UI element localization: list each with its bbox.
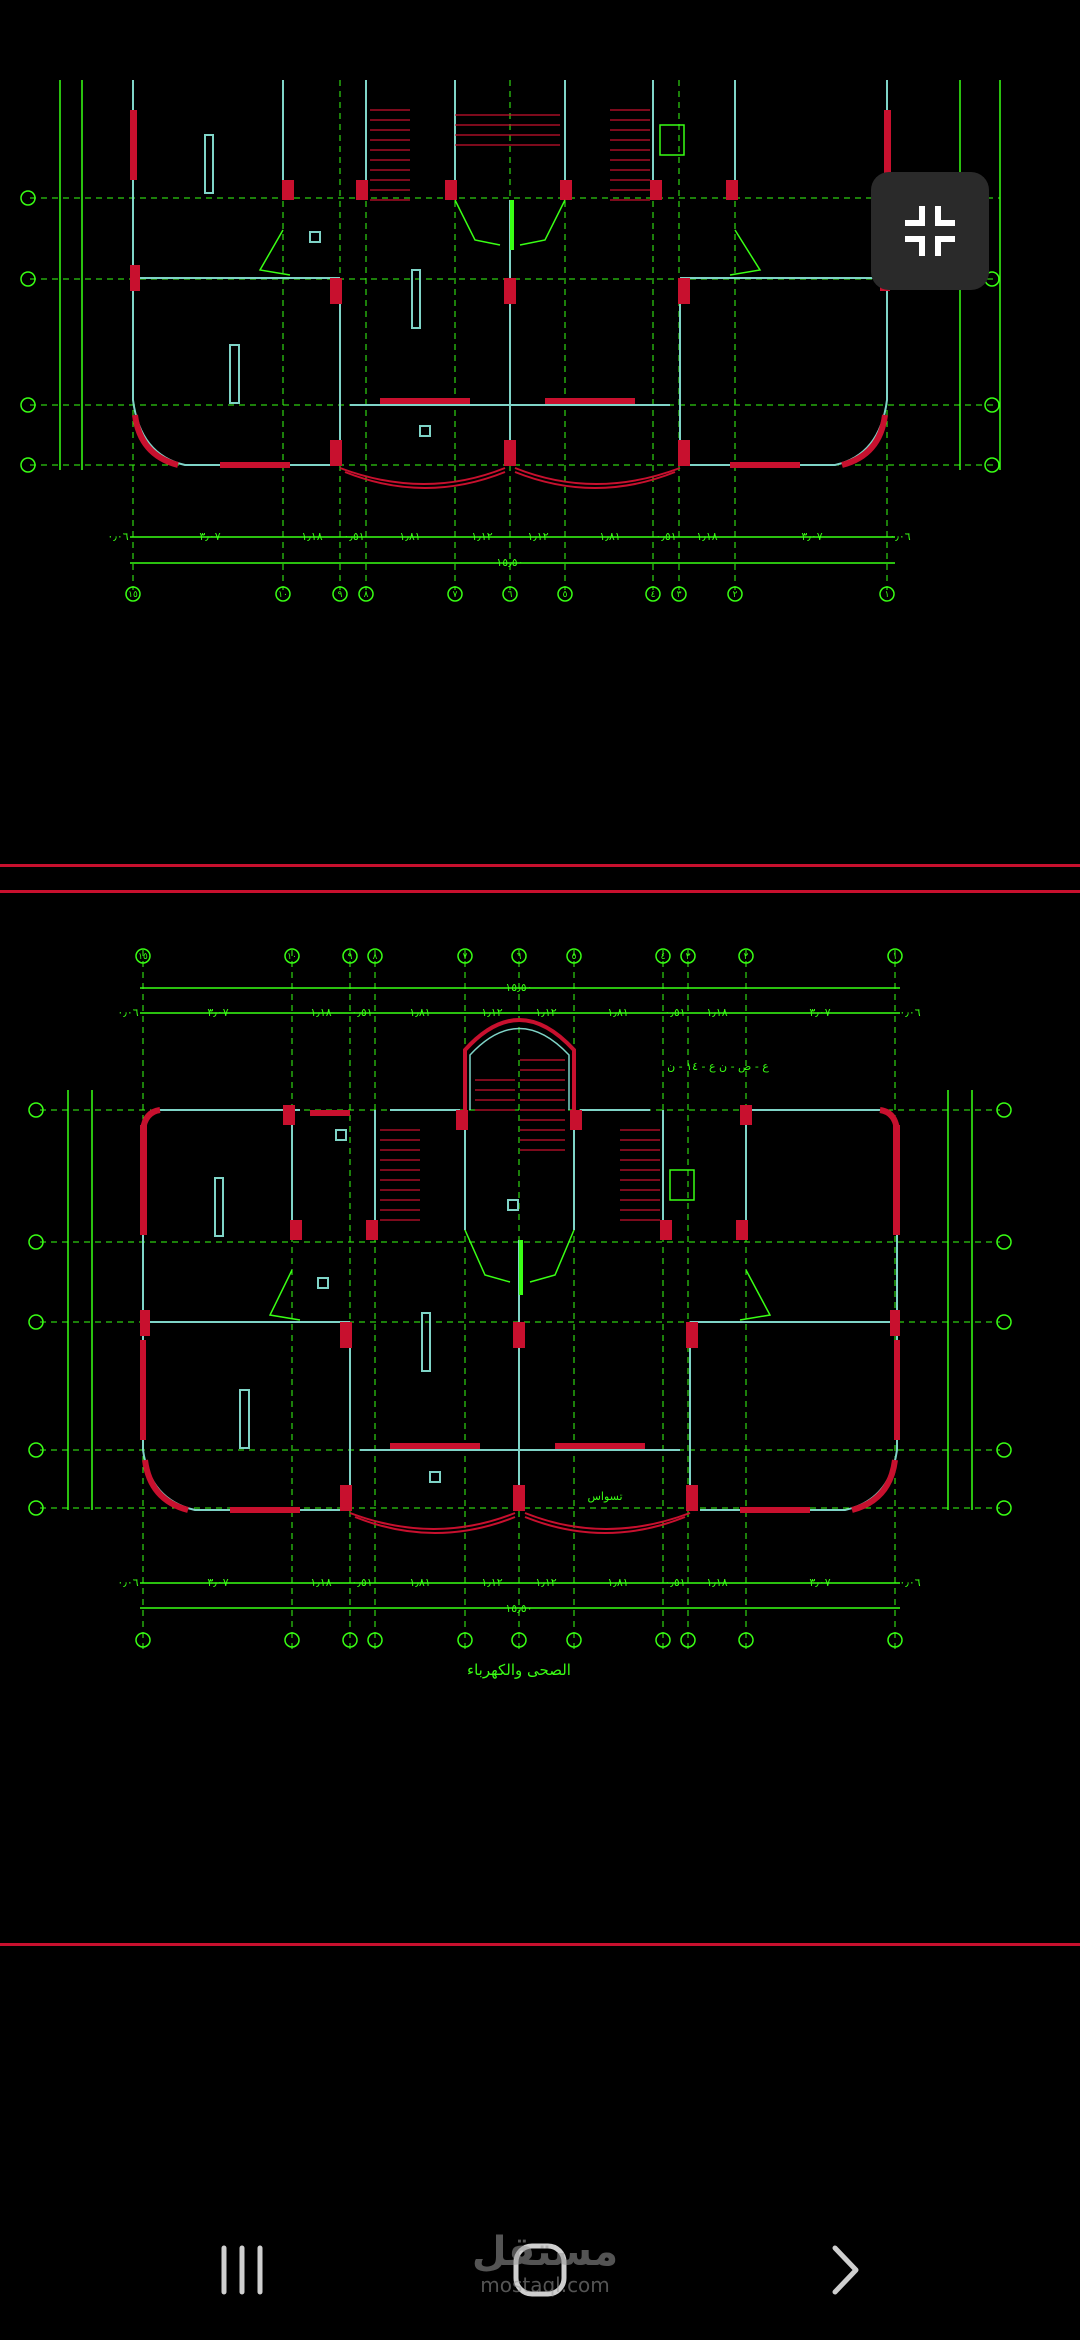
dim-label: ١٫٨١	[409, 1006, 430, 1019]
dim-label: ١٫١٢	[535, 1576, 556, 1589]
watermark-arabic: مستقل	[471, 2229, 619, 2275]
plan-note: ع - ص - ن ع - ١٤ - ن	[667, 1060, 769, 1073]
chevron-right-icon	[832, 2245, 859, 2295]
axis-label: ١٠	[287, 952, 297, 962]
dim-label: ٠٫٠٦	[899, 1576, 920, 1589]
room-label: تسواس	[587, 1490, 622, 1503]
floor-plan-bottom-drawing: ٠٫٠٦ ٣٫٠٧ ١٫١٨ ٠٫٥١ ١٫٨١ ١٫١٢ ١٫١٢ ١٫٨١ …	[28, 948, 1012, 1679]
dim-label: ١٫٨١	[607, 1576, 628, 1589]
dim-label: ٣٫٠٧	[207, 1006, 228, 1019]
dim-label: ٠٫٥١	[343, 530, 364, 543]
axis-label: ٢	[733, 590, 738, 600]
dim-total: ١٥٫٥٠	[496, 556, 523, 569]
axis-label: ٧	[453, 590, 458, 600]
axis-label: ٥	[563, 590, 568, 600]
floor-plan-top: ٠٫٠٦ ٣٫٠٧ ١٫١٨ ٠٫٥١ ١٫٨١ ١٫١٢ ١٫١٢ ١٫٨١ …	[0, 0, 1080, 620]
dim-label: ١٫١٢	[471, 530, 492, 543]
dim-label: ٠٫٥١	[351, 1576, 372, 1589]
dim-label: ١٫١٢	[527, 530, 548, 543]
axis-label: ٨	[373, 952, 378, 962]
axis-label: ٤	[661, 952, 666, 962]
axis-label: ٣	[686, 952, 691, 962]
dim-label: ٠٫٠٦	[107, 530, 128, 543]
dim-label: ٣٫٠٧	[809, 1576, 830, 1589]
watermark: مستقل mostaql.com	[470, 2230, 620, 2296]
dim-label: ١٫١٨	[706, 1006, 727, 1019]
axis-label: ١٥	[128, 590, 138, 600]
system-navigation-bar	[0, 2200, 1080, 2340]
dim-label: ٠٫٥١	[351, 1006, 372, 1019]
axis-label: ١٥	[138, 952, 148, 962]
dim-label: ١٫٨١	[607, 1006, 628, 1019]
dim-label: ٠٫٠٦	[889, 530, 910, 543]
dim-total: ١٥٫٥٠	[505, 981, 532, 994]
axis-label: ٩	[348, 952, 353, 962]
dim-label: ٠٫٠٦	[117, 1576, 138, 1589]
exit-fullscreen-icon	[905, 206, 955, 256]
home-button[interactable]	[485, 2230, 595, 2310]
dim-label: ١٫١٨	[301, 530, 322, 543]
dim-label: ١٫٨١	[399, 530, 420, 543]
axis-label: ٢	[744, 952, 749, 962]
axis-label: ٤	[651, 590, 656, 600]
axis-label: ٦	[517, 952, 522, 962]
dim-label: ٠٫٥١	[655, 530, 676, 543]
dim-label: ١٫١٨	[706, 1576, 727, 1589]
dim-label: ١٫٨١	[599, 530, 620, 543]
floor-plan-bottom: ٠٫٠٦ ٣٫٠٧ ١٫١٨ ٠٫٥١ ١٫٨١ ١٫١٢ ١٫١٢ ١٫٨١ …	[0, 930, 1080, 1690]
dim-label: ١٫٨١	[409, 1576, 430, 1589]
dim-label: ٣٫٠٧	[801, 530, 822, 543]
floor-plan-top-drawing: ٠٫٠٦ ٣٫٠٧ ١٫١٨ ٠٫٥١ ١٫٨١ ١٫١٢ ١٫١٢ ١٫٨١ …	[20, 80, 1001, 602]
dim-label: ٣٫٠٧	[207, 1576, 228, 1589]
axis-label: ٥	[572, 952, 577, 962]
sheet-border-line	[0, 890, 1080, 893]
dim-label: ١٫١٢	[535, 1006, 556, 1019]
dim-label: ٣٫٠٧	[809, 1006, 830, 1019]
recent-apps-button[interactable]	[187, 2230, 297, 2310]
recent-apps-icon	[221, 2245, 263, 2295]
dim-label: ٠٫٠٦	[117, 1006, 138, 1019]
sheet-border-line	[0, 1943, 1080, 1946]
axis-label: ٩	[338, 590, 343, 600]
plan-caption: الصحى والكهرباء	[467, 1661, 571, 1679]
home-icon	[513, 2243, 567, 2297]
axis-label: ٨	[364, 590, 369, 600]
axis-label: ١٠	[278, 590, 288, 600]
axis-label: ١	[885, 590, 890, 600]
dim-label: ١٫١٨	[696, 530, 717, 543]
dim-label: ٠٫٥١	[664, 1006, 685, 1019]
dim-label: ٠٫٥١	[664, 1576, 685, 1589]
axis-label: ٧	[463, 952, 468, 962]
axis-label: ٣	[677, 590, 682, 600]
dim-label: ٠٫٠٦	[899, 1006, 920, 1019]
dim-label: ٣٫٠٧	[199, 530, 220, 543]
axis-label: ١	[893, 952, 898, 962]
dim-label: ١٫١٨	[310, 1006, 331, 1019]
dim-label: ١٫١٢	[481, 1576, 502, 1589]
dim-total: ١٥٫٥٠	[505, 1602, 532, 1615]
dim-label: ١٫١٢	[481, 1006, 502, 1019]
dim-label: ١٫١٨	[310, 1576, 331, 1589]
axis-label: ٦	[508, 590, 513, 600]
watermark-url: mostaql.com	[480, 2273, 610, 2297]
exit-fullscreen-button[interactable]	[871, 172, 989, 290]
sheet-border-line	[0, 864, 1080, 867]
back-button[interactable]	[790, 2230, 900, 2310]
